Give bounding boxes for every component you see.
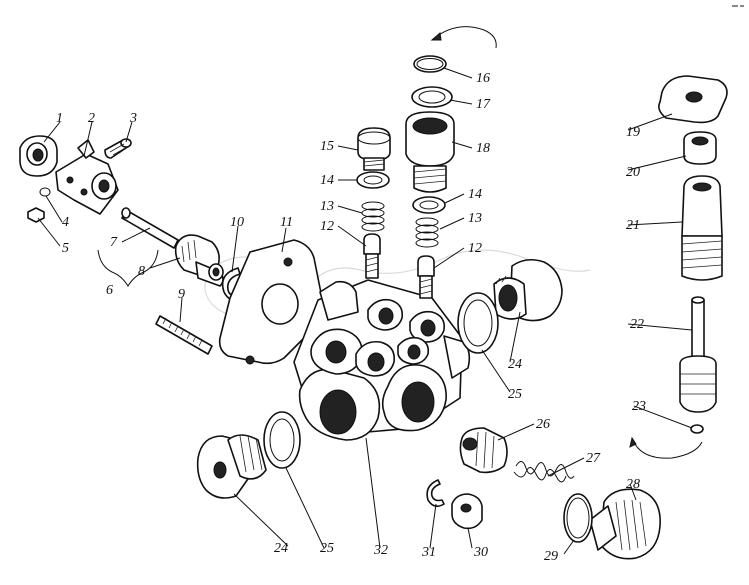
rotation-arrow-bottom-icon [629, 436, 703, 459]
part-8-fitting [174, 234, 224, 287]
callout-1: 1 [56, 111, 63, 126]
part-22-valve-stem [679, 296, 717, 413]
part-21-sleeve [681, 175, 723, 281]
leader-lines [37, 67, 693, 555]
callout-23: 23 [632, 399, 646, 414]
part-2-bracket [55, 139, 119, 215]
callout-17: 17 [476, 97, 491, 112]
callout-13b: 13 [468, 211, 482, 226]
part-29-o-ring [563, 493, 593, 543]
part-11-gasket [218, 239, 325, 365]
group-6-bracket [97, 249, 159, 287]
part-16-o-ring [413, 55, 447, 73]
part-25-gasket-left [263, 411, 301, 469]
part-7-shaft [121, 207, 179, 249]
part-14-washer-right [412, 196, 446, 214]
callout-29: 29 [544, 549, 558, 564]
callout-9: 9 [178, 287, 185, 302]
callout-3: 3 [129, 111, 137, 126]
callout-2: 2 [88, 111, 95, 126]
part-1-nut [19, 135, 58, 177]
callout-7: 7 [110, 235, 118, 250]
callout-28: 28 [626, 477, 640, 492]
callout-13a: 13 [320, 199, 334, 214]
part-24-hex-plug-right [493, 258, 563, 322]
callout-5: 5 [62, 241, 69, 256]
part-5-key [27, 207, 45, 223]
part-20-cap-nut [683, 131, 717, 165]
part-9-stud [155, 315, 213, 355]
callout-32: 32 [373, 543, 388, 558]
part-28-plug [589, 488, 661, 560]
callout-30: 30 [473, 545, 488, 560]
callout-20: 20 [626, 165, 640, 180]
part-25-gasket-right [457, 292, 499, 354]
part-12-screw-left [363, 233, 381, 279]
callout-27: 27 [586, 451, 601, 466]
part-13-spring-right [415, 217, 439, 248]
callout-10: 10 [230, 215, 244, 230]
part-19-square-nut [658, 75, 728, 124]
callout-22: 22 [630, 317, 644, 332]
part-32-valve-body [293, 279, 471, 441]
part-14-washer-left [356, 171, 390, 189]
callout-14b: 14 [468, 187, 482, 202]
part-27-spring [513, 461, 575, 483]
part-23-ring [690, 424, 704, 434]
callout-24a: 24 [508, 357, 522, 372]
callout-12a: 12 [320, 219, 334, 234]
part-4-ring [39, 187, 51, 197]
callout-14a: 14 [320, 173, 334, 188]
part-15-plug [357, 127, 391, 171]
callout-12b: 12 [468, 241, 482, 256]
rotation-arrow-top-icon [430, 26, 497, 49]
callout-15: 15 [320, 139, 334, 154]
part-18-union-nut [405, 111, 455, 193]
callout-25a: 25 [508, 387, 522, 402]
callout-26: 26 [536, 417, 550, 432]
part-31-snap-ring [426, 479, 445, 508]
callout-19: 19 [626, 125, 640, 140]
part-24-hex-plug-left [196, 434, 267, 499]
part-3-pin [104, 138, 132, 159]
part-30-nut [451, 493, 483, 530]
part-17-washer [411, 86, 453, 108]
callout-8: 8 [138, 264, 145, 279]
callout-16: 16 [476, 71, 490, 86]
part-26-threaded-fitting [459, 427, 508, 474]
callout-31: 31 [421, 545, 436, 560]
callout-25b: 25 [320, 541, 334, 556]
callout-24b: 24 [274, 541, 288, 556]
callout-labels: 1 2 3 4 5 6 7 8 9 10 11 12 12 13 13 14 1… [56, 71, 646, 564]
part-13-spring-left [361, 201, 385, 232]
callout-6: 6 [106, 283, 113, 298]
callout-21: 21 [626, 218, 640, 233]
callout-11: 11 [280, 215, 293, 230]
callout-4: 4 [62, 215, 69, 230]
part-12-screw-right [417, 255, 435, 299]
callout-18: 18 [476, 141, 490, 156]
